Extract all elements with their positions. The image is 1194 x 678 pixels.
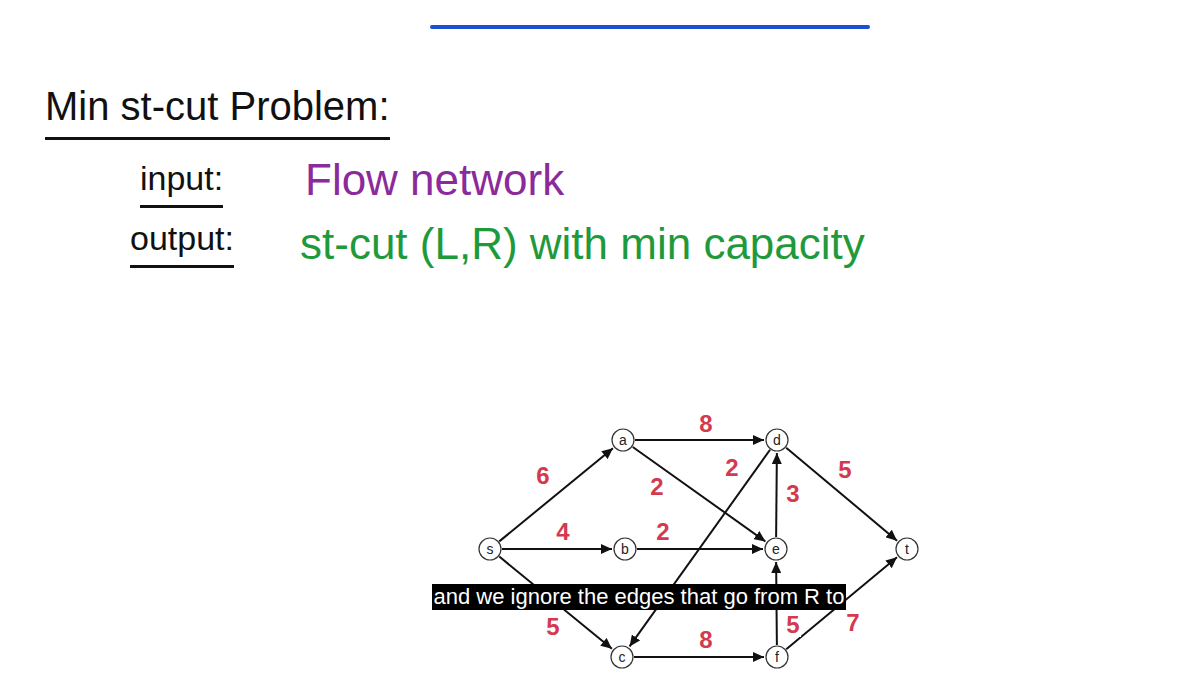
vertex-name: b bbox=[621, 542, 629, 556]
vertex-outline bbox=[479, 538, 501, 560]
graph-vertex: f bbox=[765, 645, 789, 669]
capacity-label: 2 bbox=[655, 520, 670, 544]
field-label: output: bbox=[130, 220, 234, 268]
capacity-label: 2 bbox=[649, 475, 664, 499]
vertex-outline bbox=[765, 538, 787, 560]
capacity-label: 5 bbox=[545, 615, 560, 639]
capacity-label: 8 bbox=[698, 628, 713, 652]
flow-edge bbox=[634, 656, 764, 658]
graph-vertex: e bbox=[764, 537, 788, 561]
vertex-outline bbox=[896, 538, 918, 560]
flow-edge bbox=[630, 450, 770, 647]
graph-vertex: s bbox=[478, 537, 502, 561]
graph-vertex: t bbox=[895, 537, 919, 561]
value-text: st-cut (L,R) with min capacity bbox=[300, 220, 865, 268]
vertex-outline bbox=[614, 538, 636, 560]
flow-edge bbox=[786, 448, 897, 541]
title-underline bbox=[432, 25, 868, 29]
heading-text: Min st-cut Problem: bbox=[45, 84, 390, 140]
flow-edge bbox=[775, 453, 778, 537]
capacity-label: 5 bbox=[785, 613, 800, 637]
value-text: Flow network bbox=[305, 156, 564, 204]
vertex-outline bbox=[612, 429, 634, 451]
capacity-label: 6 bbox=[535, 464, 550, 488]
vertex-outline bbox=[766, 646, 788, 668]
vertex-outline bbox=[766, 429, 788, 451]
graph-vertex: b bbox=[613, 537, 637, 561]
vertex-name: f bbox=[775, 650, 779, 664]
capacity-label: 8 bbox=[698, 412, 713, 436]
graph-vertex: a bbox=[611, 428, 635, 452]
vertex-name: a bbox=[619, 433, 627, 447]
field-label: input: bbox=[140, 160, 223, 208]
vertex-name: t bbox=[905, 542, 909, 556]
vertex-name: s bbox=[487, 542, 494, 556]
vertex-outline bbox=[611, 646, 633, 668]
subtitle-caption: and we ignore the edges that go from R t… bbox=[432, 584, 847, 610]
graph-vertex: d bbox=[765, 428, 789, 452]
vertex-name: c bbox=[619, 650, 626, 664]
flow-edge bbox=[502, 548, 612, 550]
capacity-label: 2 bbox=[724, 456, 739, 480]
capacity-label: 5 bbox=[837, 458, 852, 482]
capacity-label: 4 bbox=[555, 520, 570, 544]
capacity-label: 7 bbox=[845, 611, 860, 635]
flow-edge bbox=[633, 447, 766, 541]
vertex-name: d bbox=[773, 433, 781, 447]
vertex-name: e bbox=[772, 542, 780, 556]
flow-edge bbox=[635, 439, 764, 441]
capacity-label: 3 bbox=[785, 482, 800, 506]
graph-vertex: c bbox=[610, 645, 634, 669]
